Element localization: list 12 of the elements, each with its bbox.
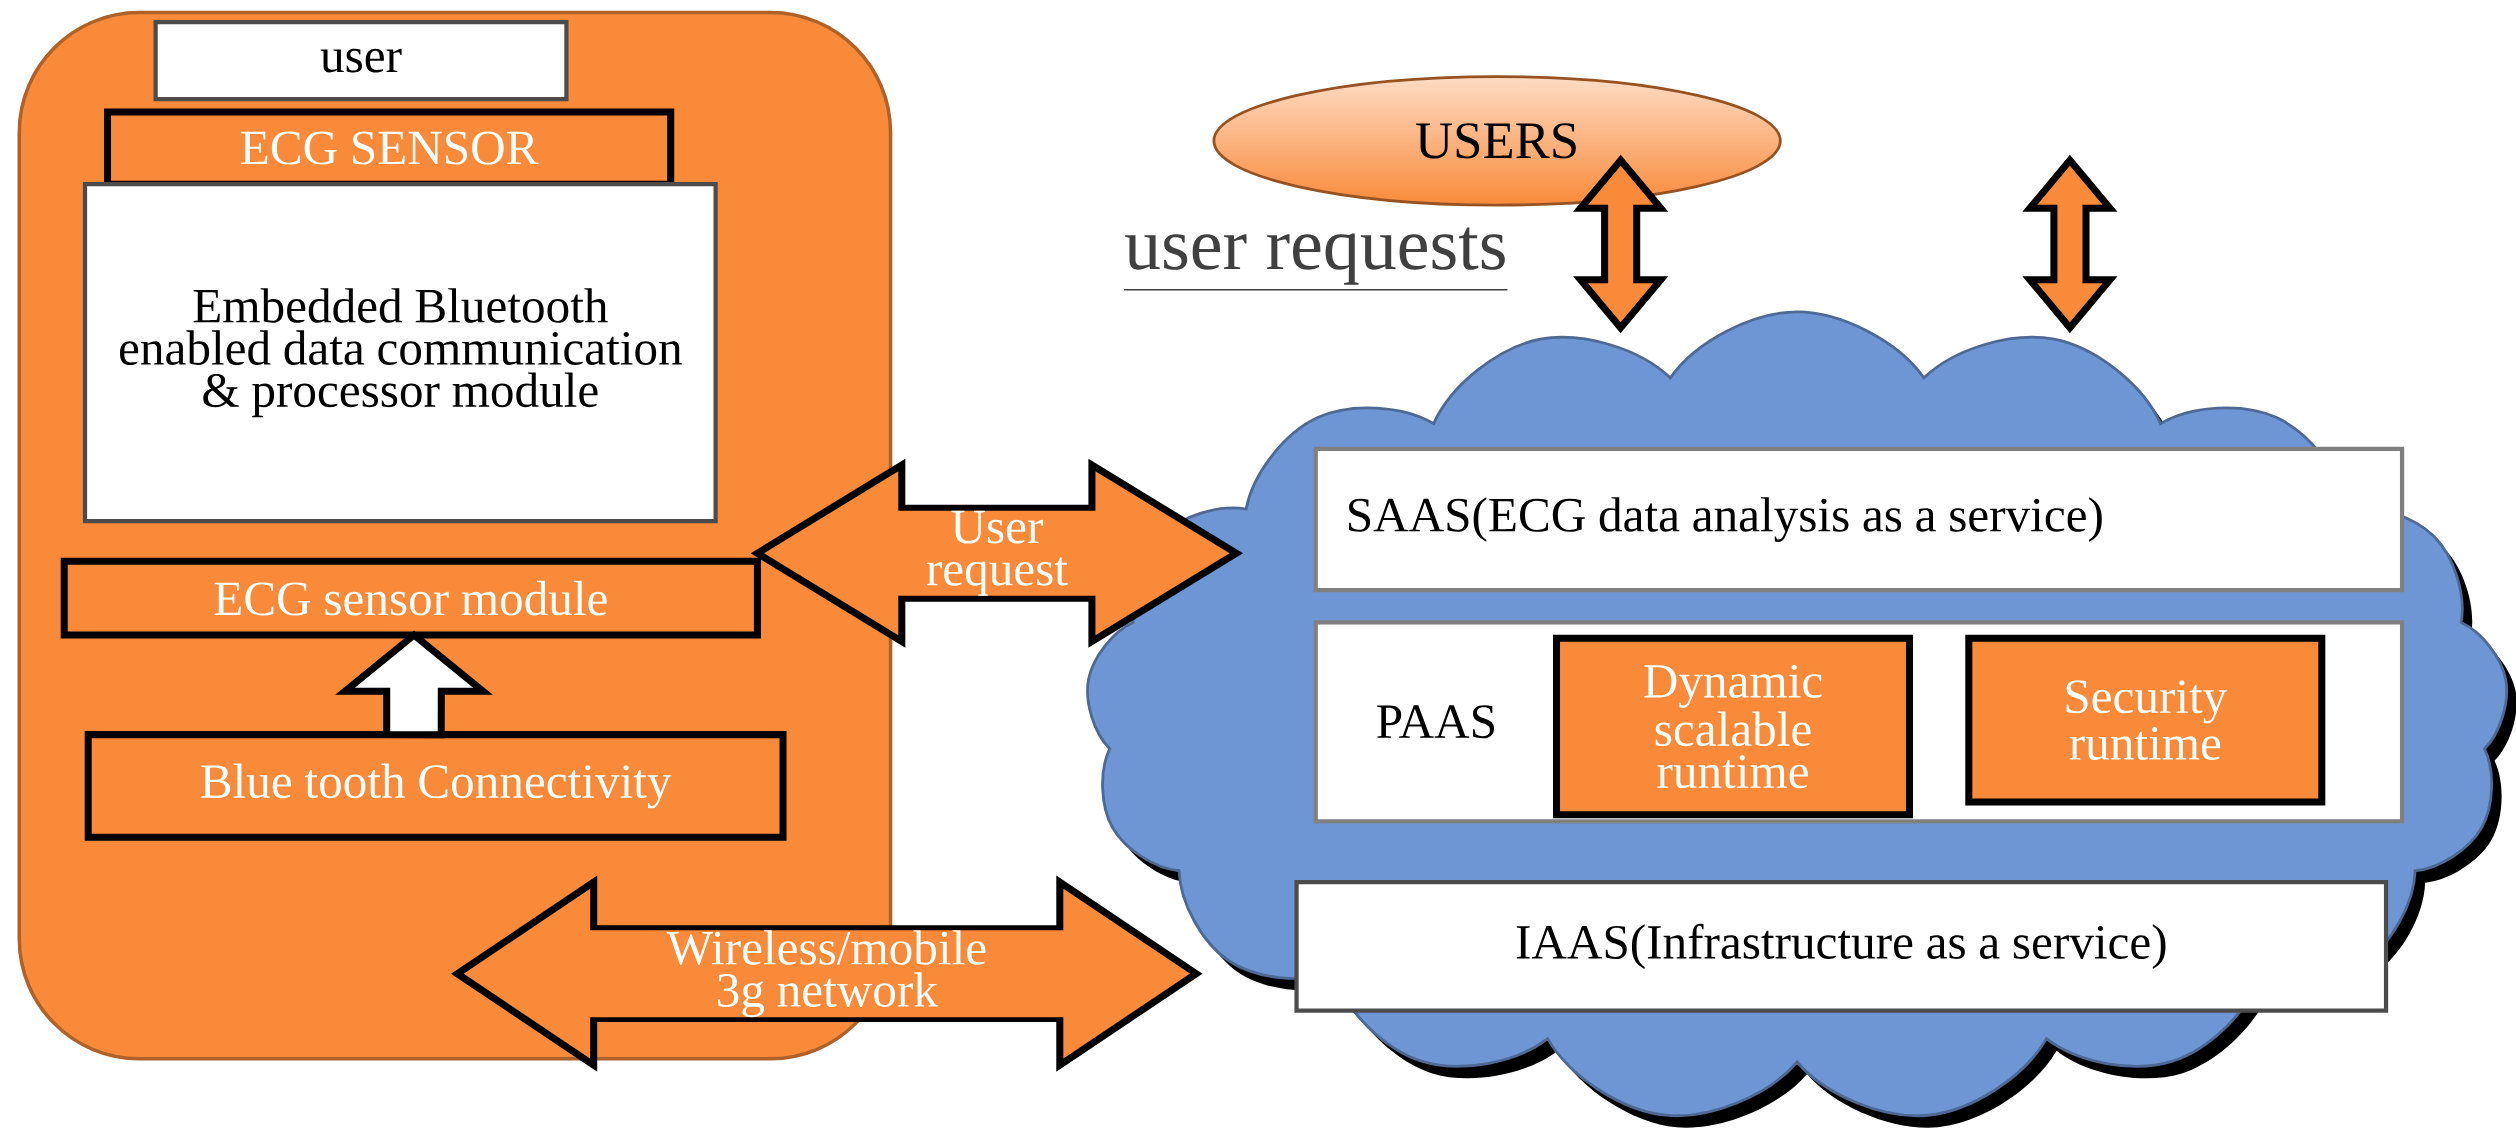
process-box: Blue tooth Connectivity xyxy=(84,731,787,841)
edge-label: Wireless/mobile 3g network xyxy=(577,930,1076,1018)
process-box: IAAS(Infrastructure as a service) xyxy=(1294,880,2389,1013)
edge-label: User request xyxy=(885,510,1108,596)
double-arrow xyxy=(335,630,493,739)
service-box: SAAS(ECG data analysis as a service) xyxy=(1313,446,2405,593)
process-box: Security runtime xyxy=(1965,634,2326,806)
underlined-label: user requests xyxy=(1123,227,1509,291)
process-box: Embedded Bluetooth enabled data communication & processor module xyxy=(82,182,718,524)
process-box: user xyxy=(153,20,569,102)
process-box: Dynamic scalable runtime xyxy=(1553,634,1913,819)
process-box: ECG sensor module xyxy=(60,557,761,639)
